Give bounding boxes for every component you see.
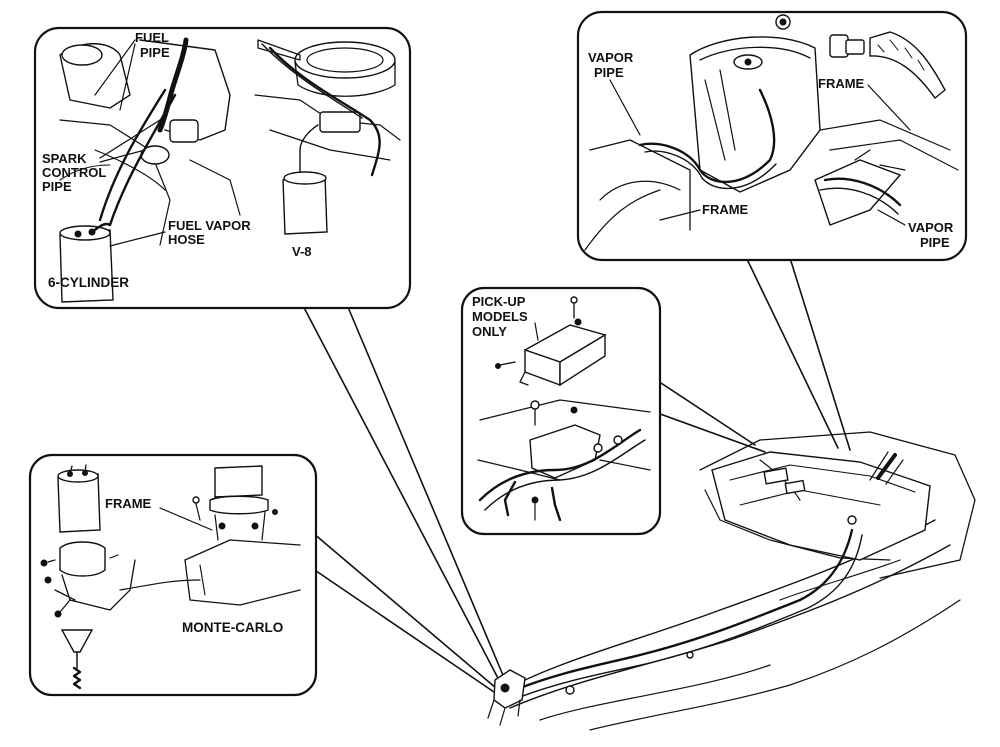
engine-panel: FUEL PIPE SPARK CONTROL PIPE FUEL VAPOR …	[33, 26, 412, 310]
vapor-pipe-right-label: VAPOR PIPE	[908, 220, 957, 250]
spark-control-pipe-label: SPARK CONTROL PIPE	[42, 151, 110, 194]
charcoal-canister-icon	[59, 222, 114, 303]
fuel-cap-icon	[775, 14, 791, 30]
pickup-models-only-label: PICK-UP MODELS ONLY	[472, 294, 531, 339]
v8-engine-sketch	[254, 39, 401, 235]
vapor-pipe-left-label: VAPOR PIPE	[588, 50, 637, 80]
six-cylinder-label: 6-CYLINDER	[48, 275, 129, 290]
fuel-pipe-label: FUEL PIPE	[135, 30, 172, 60]
v8-label: V-8	[292, 244, 312, 259]
monte-carlo-label: MONTE-CARLO	[182, 620, 283, 635]
frame-tank-bottom-label: FRAME	[702, 202, 749, 217]
chassis-overview	[487, 431, 976, 731]
fuel-vapor-hose-label: FUEL VAPOR HOSE	[168, 218, 254, 247]
pickup-bracket-panel: PICK-UP MODELS ONLY	[460, 286, 662, 536]
frame-bracket-label: FRAME	[105, 496, 152, 511]
six-cylinder-engine-sketch	[59, 37, 241, 303]
fuel-tank-panel: VAPOR PIPE FRAME FRAME VAPOR PIPE	[576, 10, 968, 262]
monte-carlo-panel: FRAME MONTE-CARLO	[28, 453, 318, 697]
frame-tank-top-label: FRAME	[818, 76, 865, 91]
